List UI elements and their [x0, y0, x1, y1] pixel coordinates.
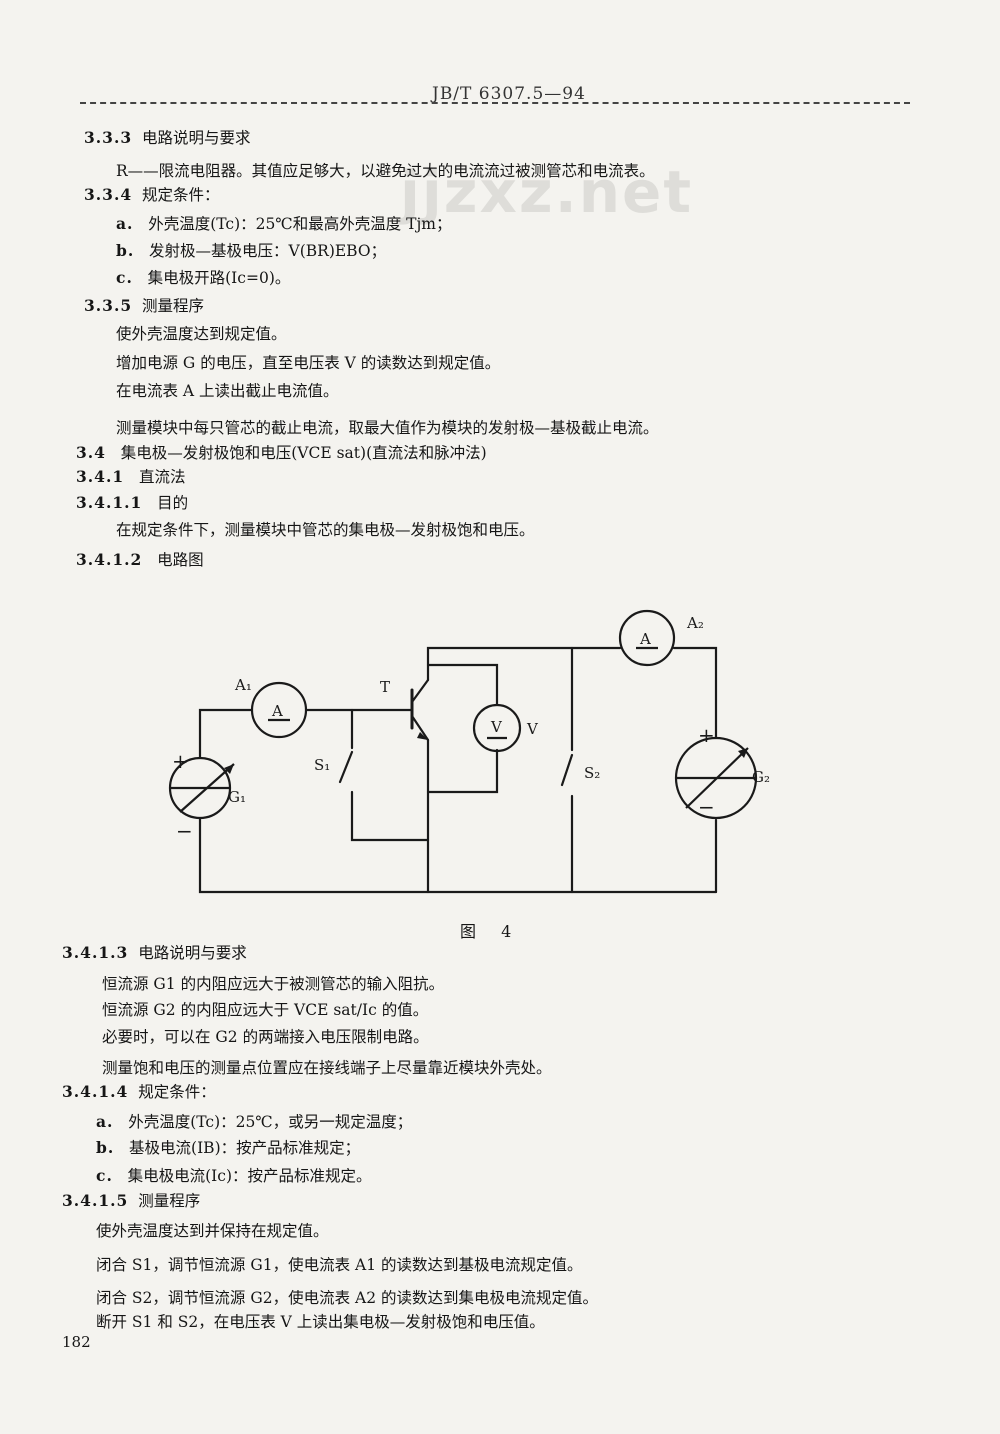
- label-t: T: [380, 678, 390, 696]
- section-3-4-1-2: 3.4.1.2 电路图: [76, 550, 204, 569]
- list-item-c: c. 集电极开路(Ic=0)。: [116, 268, 291, 287]
- g2-arrow: [685, 747, 749, 809]
- section-3-4-1-5: 3.4.1.5 测量程序: [62, 1191, 201, 1210]
- wire-right-top: [672, 646, 718, 740]
- page-number: 182: [62, 1333, 91, 1351]
- switch-s2-blade: [560, 753, 574, 787]
- paragraph: R——限流电阻器。其值应足够大，以避免过大的电流流过被测管芯和电流表。: [116, 162, 655, 180]
- list-item-a: a. 外壳温度(Tc)：25℃和最高外壳温度 Tjm；: [116, 214, 452, 233]
- list-item-b: b. 基极电流(IB)：按产品标准规定；: [96, 1138, 361, 1157]
- section-3-4-1: 3.4.1 直流法: [76, 467, 186, 486]
- paragraph: 闭合 S2，调节恒流源 G2，使电流表 A2 的读数达到集电极电流规定值。: [96, 1289, 598, 1307]
- label-g2: G₂: [752, 768, 770, 786]
- label-a2: A₂: [686, 614, 704, 632]
- section-3-4: 3.4 集电极—发射极饱和电压(VCE sat)(直流法和脉冲法): [76, 443, 487, 462]
- paragraph: 必要时，可以在 G2 的两端接入电压限制电路。: [102, 1028, 429, 1046]
- paragraph: 在电流表 A 上读出截止电流值。: [116, 382, 339, 400]
- paragraph: 测量模块中每只管芯的截止电流，取最大值作为模块的发射极—基极截止电流。: [116, 419, 659, 437]
- paragraph: 闭合 S1，调节恒流源 G1，使电流表 A1 的读数达到基极电流规定值。: [96, 1256, 583, 1274]
- g1-arrowhead: [224, 764, 234, 774]
- paragraph: 测量饱和电压的测量点位置应在接线端子上尽量靠近模块外壳处。: [102, 1059, 552, 1077]
- label-v: V: [526, 720, 539, 738]
- transistor-collector: [410, 678, 430, 704]
- section-3-3-3: 3.3.3 电路说明与要求: [84, 128, 251, 147]
- list-item-b: b. 发射极—基极电压：V(BR)EBO；: [116, 241, 387, 260]
- v-meter-label: V: [490, 718, 503, 736]
- watermark: jjzxz.net: [400, 158, 694, 226]
- label-s1: S₁: [314, 756, 330, 774]
- label-a1: A₁: [234, 676, 252, 694]
- emitter-arrowhead: [417, 732, 428, 740]
- paragraph: 使外壳温度达到并保持在规定值。: [96, 1222, 329, 1240]
- voltmeter-v: [472, 703, 522, 753]
- transistor-emitter: [410, 714, 430, 742]
- list-item-a: a. 外壳温度(Tc)：25℃，或另一规定温度；: [96, 1112, 413, 1131]
- section-3-4-1-4: 3.4.1.4 规定条件：: [62, 1082, 216, 1101]
- header-rule: [80, 102, 910, 104]
- list-item-c: c. 集电极电流(Ic)：按产品标准规定。: [96, 1166, 372, 1185]
- paragraph: 恒流源 G1 的内阻应远大于被测管芯的输入阻抗。: [102, 975, 445, 993]
- section-3-4-1-1: 3.4.1.1 目的: [76, 493, 189, 512]
- g1-plus: +: [172, 749, 189, 773]
- wire-v-top: [426, 663, 499, 707]
- wire-v-bottom: [426, 748, 499, 794]
- paragraph: 增加电源 G 的电压，直至电压表 V 的读数达到规定值。: [116, 354, 501, 372]
- g1-arrow: [179, 763, 235, 813]
- wire-s1-bottom: [350, 790, 430, 842]
- g2-plus: +: [698, 723, 715, 747]
- wire-bottom: [198, 816, 718, 894]
- paragraph: 在规定条件下，测量模块中管芯的集电极—发射极饱和电压。: [116, 521, 535, 539]
- section-3-3-5: 3.3.5 测量程序: [84, 296, 205, 315]
- switch-s1-blade: [338, 750, 354, 784]
- standard-header: JB/T 6307.5—94: [432, 84, 586, 104]
- ammeter-a2: [618, 609, 676, 667]
- paragraph: 恒流源 G2 的内阻应远大于 VCE sat/Ic 的值。: [102, 1001, 429, 1019]
- label-g1: G₁: [228, 788, 246, 806]
- section-3-3-4: 3.3.4 规定条件：: [84, 185, 220, 204]
- wire-top: [426, 646, 622, 682]
- paragraph: 断开 S1 和 S2，在电压表 V 上读出集电极—发射极饱和电压值。: [96, 1313, 545, 1331]
- g2-arrowhead: [738, 748, 748, 758]
- paragraph: 使外壳温度达到规定值。: [116, 325, 287, 343]
- ammeter-a1: [250, 681, 308, 739]
- a1-meter-label: A: [271, 702, 283, 720]
- g2-minus: −: [698, 795, 715, 819]
- label-s2: S₂: [584, 764, 600, 782]
- wire-left: [198, 708, 254, 760]
- section-3-4-1-3: 3.4.1.3 电路说明与要求: [62, 943, 247, 962]
- a2-meter-label: A: [639, 630, 651, 648]
- g1-minus: −: [176, 819, 193, 843]
- figure-caption: 图 4: [460, 922, 522, 941]
